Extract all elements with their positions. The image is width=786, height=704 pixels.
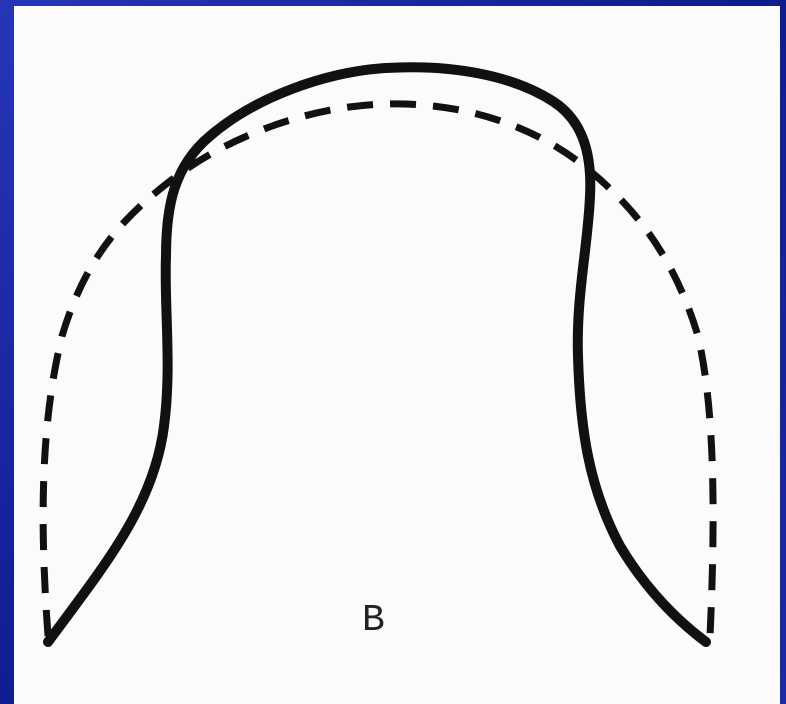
dashed-outline: [39, 100, 717, 637]
figure-panel: B: [14, 6, 780, 704]
figure-label: B: [362, 599, 385, 642]
arch-diagram: [39, 62, 717, 647]
solid-outline: [43, 62, 711, 647]
